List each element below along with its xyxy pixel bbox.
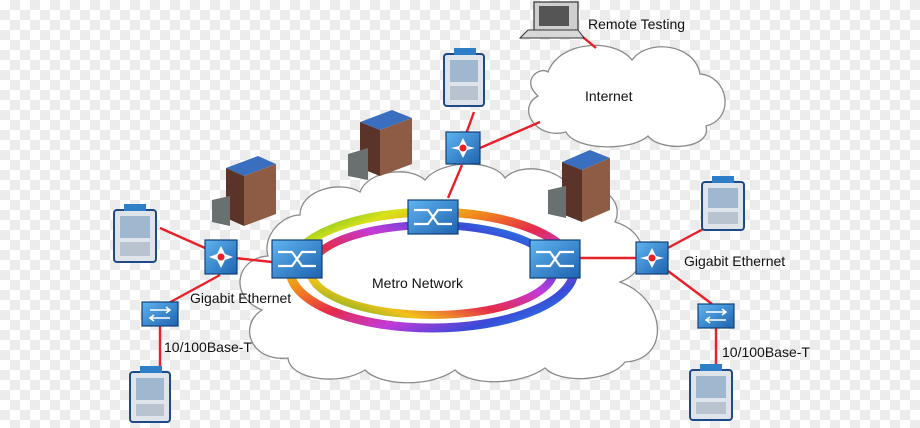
link-switch-internet [479, 120, 541, 150]
tester-device-icon [689, 364, 733, 421]
tester-device-icon [443, 48, 485, 107]
tester-device-icon [129, 366, 171, 423]
label-internet: Internet [585, 88, 633, 104]
building-icon [212, 156, 276, 226]
internet-cloud [528, 44, 726, 148]
label-10-100-base-t-right: 10/100Base-T [722, 344, 810, 360]
building-icon [348, 110, 412, 180]
gigabit-switch-icon [635, 241, 669, 275]
gigabit-switch-icon [445, 131, 481, 165]
link-right-switch-tester [663, 226, 706, 252]
router-icon [271, 239, 323, 279]
label-gigabit-ethernet-right: Gigabit Ethernet [684, 253, 785, 269]
link-switch-ring-left [234, 256, 273, 264]
router-icon [407, 199, 459, 235]
link-tester-left-switch [159, 226, 206, 250]
link-switch-left-small [164, 273, 221, 307]
computer-icon [518, 1, 585, 39]
metro-cloud [239, 163, 659, 384]
network-links [158, 27, 718, 372]
building-icon [548, 150, 610, 222]
label-remote-testing: Remote Testing [588, 16, 685, 32]
link-tester-switch-top [464, 111, 476, 135]
label-gigabit-ethernet-left: Gigabit Ethernet [190, 290, 291, 306]
router-icon [529, 239, 581, 279]
label-metro-network: Metro Network [372, 275, 464, 291]
gigabit-switch-icon [204, 239, 238, 275]
fast-ethernet-switch-icon [697, 303, 735, 329]
tester-device-icon [701, 176, 745, 231]
link-switch-ring-top [446, 164, 464, 199]
label-10-100-base-t-left: 10/100Base-T [164, 339, 252, 355]
link-right-switch-small [663, 267, 713, 305]
tester-device-icon [113, 204, 157, 263]
fast-ethernet-switch-icon [141, 301, 179, 327]
